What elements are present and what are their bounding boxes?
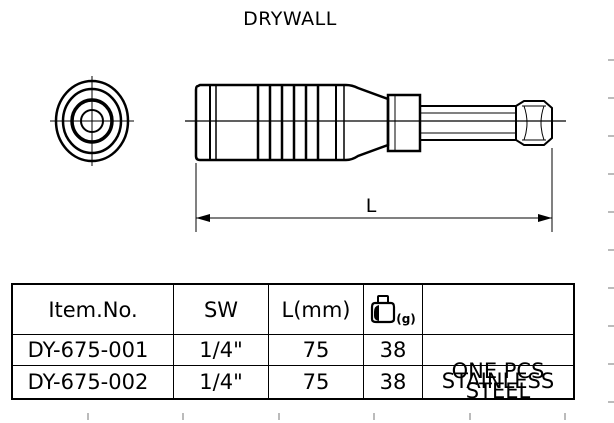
length-dimension [195,148,553,232]
header-weight: (g) [363,283,423,335]
header-length: L(mm) [268,283,364,335]
side-view [185,83,566,162]
header-note [422,283,575,335]
dimension-label: L [366,195,377,217]
header-sw: SW [173,283,269,335]
end-view [50,76,134,166]
technical-drawing: L [50,76,566,232]
weight-icon [371,294,396,323]
table-row: DY-675-001 1/4" 75 38 [11,334,575,366]
note-line-2: STAINLESS STEEL [441,369,555,403]
header-item-no: Item.No. [11,283,174,335]
spec-table: Item.No. SW L(mm) (g) DY-675-001 1/4" 75… [11,283,575,403]
cell-weight: 38 [363,365,423,400]
cell-length: 75 [268,334,364,366]
cell-sw: 1/4" [173,334,269,366]
table-header-row: Item.No. SW L(mm) (g) [11,283,575,335]
cell-weight: 38 [363,334,423,366]
cell-item-no: DY-675-002 [11,365,174,400]
cell-length: 75 [268,365,364,400]
drawing-title: DRYWALL [243,8,337,30]
cell-note [422,334,575,366]
cell-sw: 1/4" [173,365,269,400]
cell-item-no: DY-675-001 [11,334,174,366]
weight-unit: (g) [396,311,416,326]
